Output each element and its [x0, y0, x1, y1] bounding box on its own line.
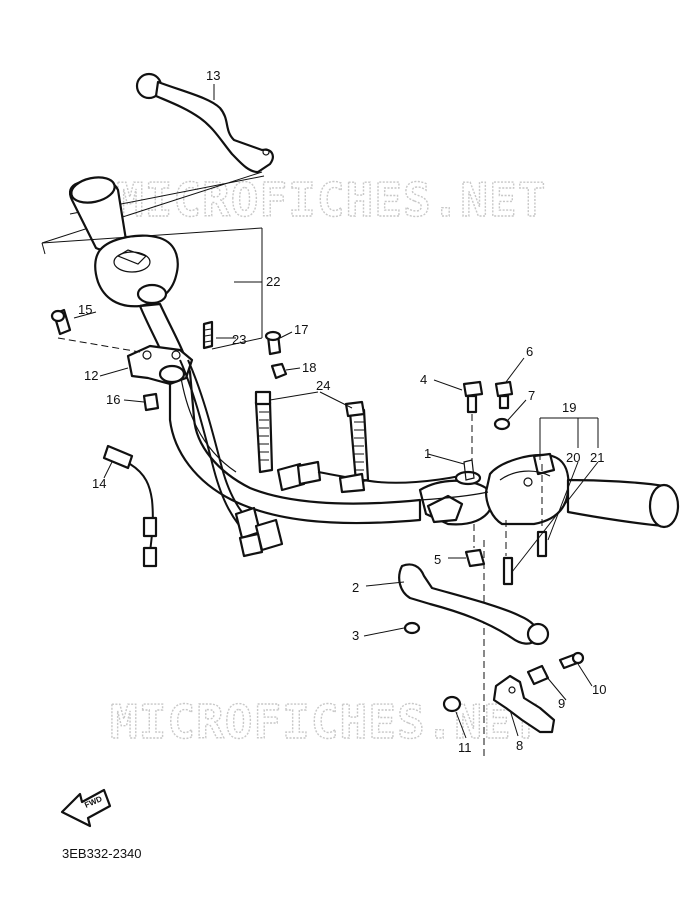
- nut-11-part: [442, 695, 462, 713]
- spring-9-part: [526, 664, 550, 686]
- callout-16: 16: [106, 392, 120, 407]
- left-handlebar-switch-part: [94, 234, 179, 308]
- clutch-lever-part: [135, 72, 274, 174]
- washer-7-part: [493, 417, 511, 431]
- screw-20-part: [536, 530, 548, 558]
- right-handlebar-switch-part: [484, 452, 570, 526]
- screw-10-part: [558, 651, 585, 670]
- watermark-top: MICROFICHES.NET: [116, 173, 546, 227]
- callout-9: 9: [558, 696, 565, 711]
- callout-11: 11: [458, 740, 472, 755]
- screw-15-part: [50, 308, 72, 336]
- bracket-8-part: [492, 674, 556, 734]
- screw-17-part: [264, 330, 282, 356]
- callout-1: 1: [424, 446, 431, 461]
- brake-master-cylinder-part: [418, 459, 494, 526]
- bolt-16-part: [142, 392, 160, 412]
- bolt-4-part: [462, 380, 484, 414]
- callout-3: 3: [352, 628, 359, 643]
- screw-23-part: [202, 320, 214, 350]
- callout-4: 4: [420, 372, 427, 387]
- collar-3-part: [403, 621, 421, 635]
- callout-18: 18: [302, 360, 316, 375]
- diagram-code: 3EB332-2340: [62, 846, 142, 861]
- callout-5: 5: [434, 552, 441, 567]
- callout-10: 10: [592, 682, 606, 697]
- callout-15: 15: [78, 302, 92, 317]
- switch-14-part: [102, 444, 158, 568]
- screw-21-part: [502, 556, 514, 586]
- cable-band-24-part: [254, 390, 370, 484]
- watermark-bottom: MICROFICHES.NET: [110, 695, 540, 749]
- callout-17: 17: [294, 322, 308, 337]
- callout-19: 19: [562, 400, 576, 415]
- brake-lever-part: [398, 563, 550, 646]
- right-grip-part: [566, 478, 680, 529]
- callout-24: 24: [316, 378, 330, 393]
- callout-23: 23: [232, 332, 246, 347]
- callout-13: 13: [206, 68, 220, 83]
- forward-arrow-icon: FWD: [60, 788, 112, 828]
- bolt-6-part: [494, 380, 514, 410]
- callout-2: 2: [352, 580, 359, 595]
- lever-holder-part: [126, 344, 194, 386]
- callout-8: 8: [516, 738, 523, 753]
- callout-12: 12: [84, 368, 98, 383]
- callout-21: 21: [590, 450, 604, 465]
- callout-22: 22: [266, 274, 280, 289]
- nut-18-part: [270, 362, 288, 380]
- callout-20: 20: [566, 450, 580, 465]
- callout-7: 7: [528, 388, 535, 403]
- nut-5-part: [464, 548, 486, 568]
- callout-6: 6: [526, 344, 533, 359]
- callout-14: 14: [92, 476, 106, 491]
